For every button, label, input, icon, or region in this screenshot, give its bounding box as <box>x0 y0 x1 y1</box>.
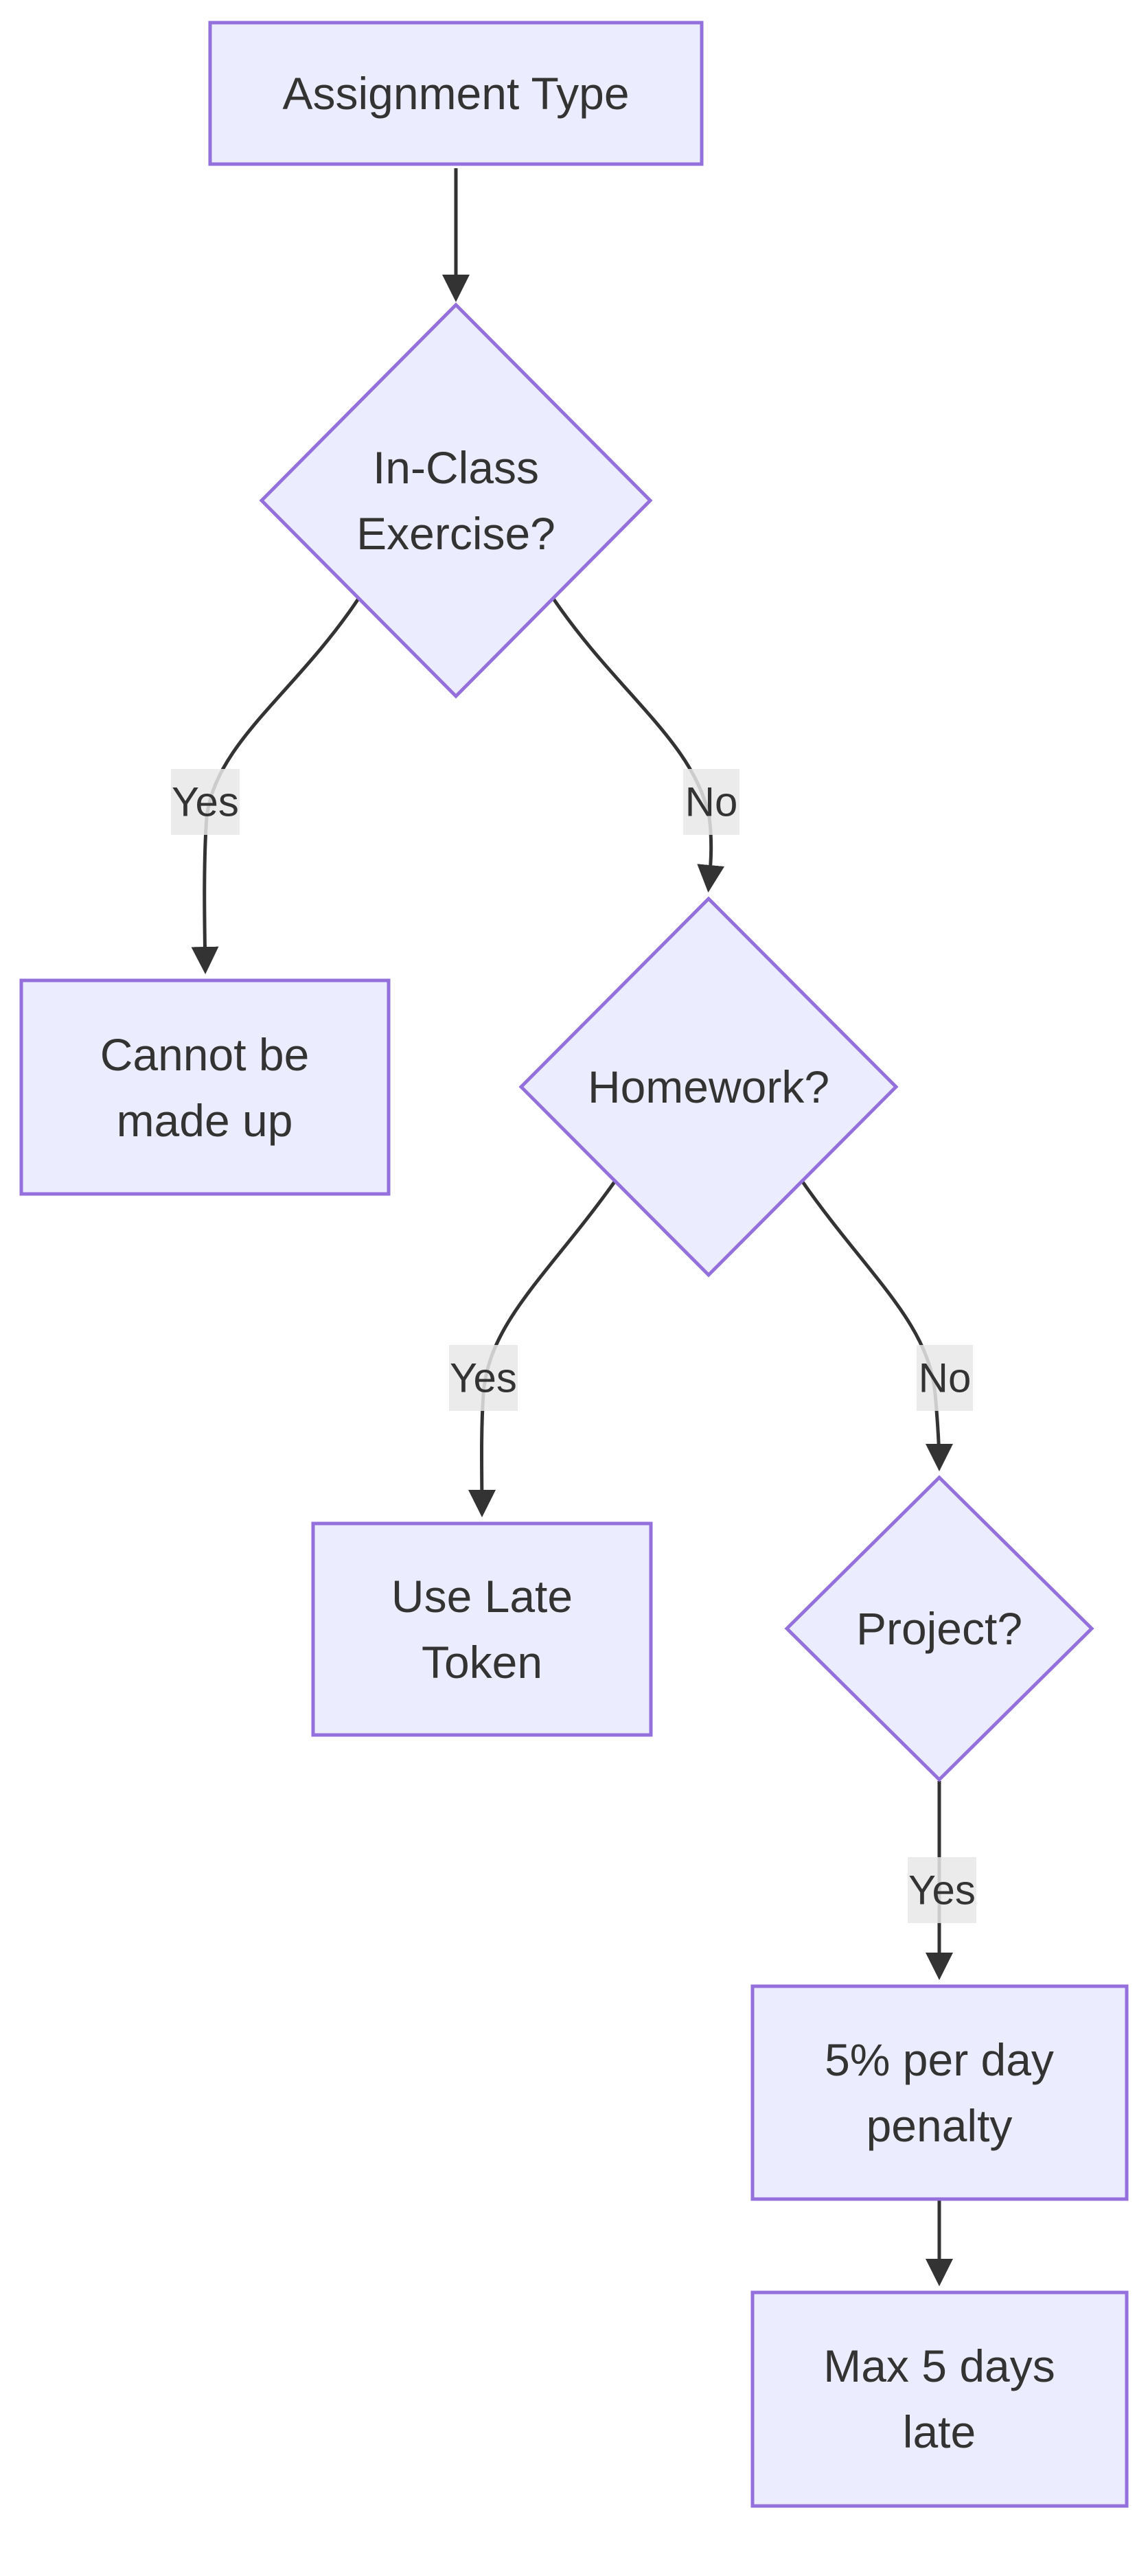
edge-label-inclass-no: No <box>683 769 739 835</box>
node-label-line2: Exercise? <box>356 508 555 559</box>
node-label-line1: 5% per day <box>825 2034 1054 2085</box>
process-box <box>750 2290 1129 2508</box>
edge-label-homework-no: No <box>917 1345 973 1411</box>
edge-homework-no-to-project <box>800 1180 953 1471</box>
node-label: Assignment Type <box>282 68 629 119</box>
edge-label-homework-yes: Yes <box>449 1345 518 1411</box>
edge-label-bg <box>171 769 240 835</box>
edge-label-text: Yes <box>450 1355 517 1401</box>
edge-label-text: Yes <box>908 1867 976 1913</box>
node-label: Project? <box>856 1603 1022 1654</box>
node-label-line2: late <box>903 2406 976 2457</box>
node-label: Homework? <box>588 1061 829 1112</box>
decision-diamond <box>784 1475 1094 1782</box>
node-label-line1: Max 5 days <box>823 2341 1055 2391</box>
edge-label-bg <box>917 1345 973 1411</box>
edge-label-text: Yes <box>172 779 239 825</box>
node-use-late-token: Use Late Token <box>311 1521 653 1737</box>
node-label-line1: Cannot be <box>100 1029 310 1080</box>
node-label-line1: In-Class <box>373 442 539 493</box>
edge-inclass-no-to-homework <box>551 597 725 893</box>
edge-label-text: No <box>685 779 738 825</box>
node-in-class-exercise: In-Class Exercise? <box>259 302 653 699</box>
process-box <box>208 21 704 166</box>
node-max-days-late: Max 5 days late <box>750 2290 1129 2508</box>
node-label-line2: made up <box>117 1095 293 1146</box>
node-assignment-type: Assignment Type <box>208 21 704 166</box>
node-homework: Homework? <box>518 896 899 1278</box>
edge-label-bg <box>449 1345 518 1411</box>
node-label-line2: Token <box>422 1637 542 1688</box>
node-penalty: 5% per day penalty <box>750 1984 1129 2201</box>
node-cannot-be-made-up: Cannot be made up <box>19 978 391 1196</box>
node-label-line1: Use Late <box>391 1571 573 1622</box>
edge-label-bg <box>683 769 739 835</box>
process-box <box>750 1984 1129 2201</box>
node-label-line2: penalty <box>866 2100 1013 2151</box>
decision-diamond <box>259 302 653 699</box>
decision-diamond <box>518 896 899 1278</box>
process-box <box>311 1521 653 1737</box>
edge-label-text: No <box>919 1355 972 1401</box>
edge-label-project-yes: Yes <box>908 1857 976 1923</box>
edge-label-inclass-yes: Yes <box>171 769 240 835</box>
edge-label-bg <box>908 1857 976 1923</box>
node-project: Project? <box>784 1475 1094 1782</box>
process-box <box>19 978 391 1196</box>
